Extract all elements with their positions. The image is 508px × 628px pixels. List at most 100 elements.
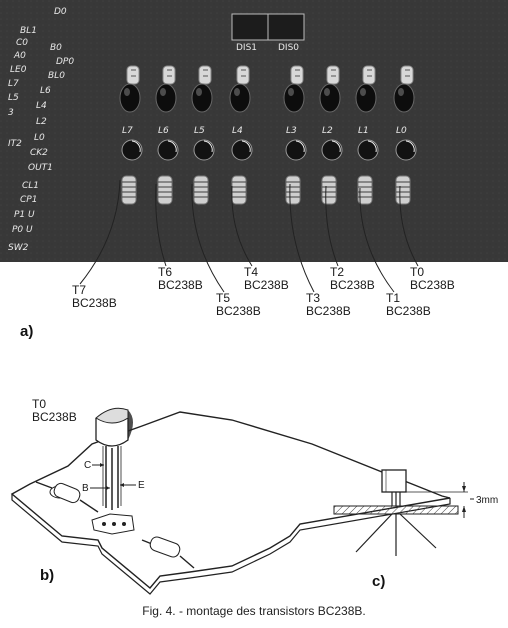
led-column: L7 xyxy=(119,65,143,205)
pcb-label: D0 xyxy=(54,7,67,17)
transistor-body xyxy=(121,139,143,161)
led-label: L7 xyxy=(122,126,133,136)
callout-part-number: BC238B xyxy=(158,278,203,292)
led-label: L3 xyxy=(286,126,297,136)
resistor-bottom xyxy=(157,175,173,205)
drawing-c: 3mm xyxy=(333,469,498,556)
pcb-left-labels: BL1 C0 A0 LE0 L7 L5 3 IT2 CL1 CP1 P1 U P… xyxy=(8,26,39,253)
transistor-callouts: T7BC238BT6BC238BT5BC238BT4BC238BT3BC238B… xyxy=(72,265,455,318)
callout-transistor-name: T1 xyxy=(386,291,400,305)
callout-transistor-name: T3 xyxy=(306,291,320,305)
led-label: L1 xyxy=(358,126,369,136)
dimension-label: 3mm xyxy=(476,495,498,506)
panel-label-b: b) xyxy=(40,567,54,584)
transistor-body xyxy=(321,139,343,161)
resistor-bottom xyxy=(395,175,411,205)
figure-caption: Fig. 4. - montage des transistors BC238B… xyxy=(142,604,366,618)
resistor-top xyxy=(198,65,212,85)
led-column: L4 xyxy=(229,65,253,205)
led-column: L1 xyxy=(355,65,379,205)
callout-transistor-name: T7 xyxy=(72,283,86,297)
led xyxy=(119,83,141,113)
pcb-right-labels: D0 B0 DP0 BL0 L6 L4 L2 L0 CK2 OUT1 xyxy=(28,7,74,173)
transistor-body xyxy=(231,139,253,161)
callout-part-number: BC238B xyxy=(330,278,375,292)
callout-part-number: BC238B xyxy=(244,278,289,292)
pcb-label: SW2 xyxy=(8,243,29,253)
led xyxy=(191,83,213,113)
leader-line xyxy=(359,187,395,293)
pcb-label: L7 xyxy=(8,79,19,89)
led-label: L0 xyxy=(396,126,407,136)
resistor-top xyxy=(126,65,140,85)
led-label: L5 xyxy=(194,126,205,136)
pcb-label: L5 xyxy=(8,93,19,103)
panel-label-a: a) xyxy=(20,323,33,340)
pcb-label: CK2 xyxy=(30,148,48,158)
transistor-body xyxy=(193,139,215,161)
leader-line xyxy=(155,183,167,267)
display-label: DIS0 xyxy=(278,43,299,53)
led xyxy=(393,83,415,113)
board-edge xyxy=(11,494,451,595)
pcb-label: C0 xyxy=(16,38,28,48)
transistor-body xyxy=(357,139,379,161)
resistor-bottom xyxy=(321,175,337,205)
led xyxy=(283,83,305,113)
leader-line xyxy=(289,183,315,293)
pcb-label: L6 xyxy=(40,86,51,96)
pcb-photo xyxy=(0,0,508,262)
display-label: DIS1 xyxy=(236,43,257,53)
drawing-b-transistor-name: T0 xyxy=(32,397,46,411)
resistor-top xyxy=(400,65,414,85)
led xyxy=(319,83,341,113)
pcb-label: BL0 xyxy=(48,71,65,81)
pcb-label: L2 xyxy=(36,117,47,127)
resistor-left xyxy=(35,481,99,513)
panel-label-c: c) xyxy=(372,573,385,590)
pcb-label: DP0 xyxy=(56,57,74,67)
resistor-bottom xyxy=(193,175,209,205)
pin-label-e: E xyxy=(138,480,145,491)
callout-transistor-name: T5 xyxy=(216,291,230,305)
callout-transistor-name: T4 xyxy=(244,265,258,279)
pcb-label: L4 xyxy=(36,101,47,111)
led-column: L5 xyxy=(191,65,215,205)
resistor-top xyxy=(162,65,176,85)
drawing-b: C B E T0 BC238B xyxy=(10,397,451,595)
pcb-label: P1 U xyxy=(14,210,35,220)
leader-line xyxy=(325,185,339,267)
callout-leaders xyxy=(79,179,419,293)
callout-part-number: BC238B xyxy=(410,278,455,292)
drawing-b-part-number: BC238B xyxy=(32,410,77,424)
leader-line xyxy=(79,179,121,285)
pcb-label: B0 xyxy=(50,43,62,53)
callout-part-number: BC238B xyxy=(216,304,261,318)
resistor-bottom xyxy=(285,175,301,205)
resistor-bottom xyxy=(231,175,247,205)
resistor-top xyxy=(236,65,250,85)
transistor-body xyxy=(395,139,417,161)
led-label: L6 xyxy=(158,126,169,136)
led-label: L4 xyxy=(232,126,243,136)
pcb-label: OUT1 xyxy=(28,163,53,173)
callout-part-number: BC238B xyxy=(306,304,351,318)
led-column: L2 xyxy=(319,65,343,205)
resistor-top xyxy=(290,65,304,85)
pcb-label: CP1 xyxy=(20,195,37,205)
transistor-body xyxy=(285,139,307,161)
resistor-top xyxy=(326,65,340,85)
callout-transistor-name: T6 xyxy=(158,265,172,279)
resistor-bottom xyxy=(121,175,137,205)
leader-line xyxy=(231,185,253,267)
pcb-label: LE0 xyxy=(10,65,27,75)
